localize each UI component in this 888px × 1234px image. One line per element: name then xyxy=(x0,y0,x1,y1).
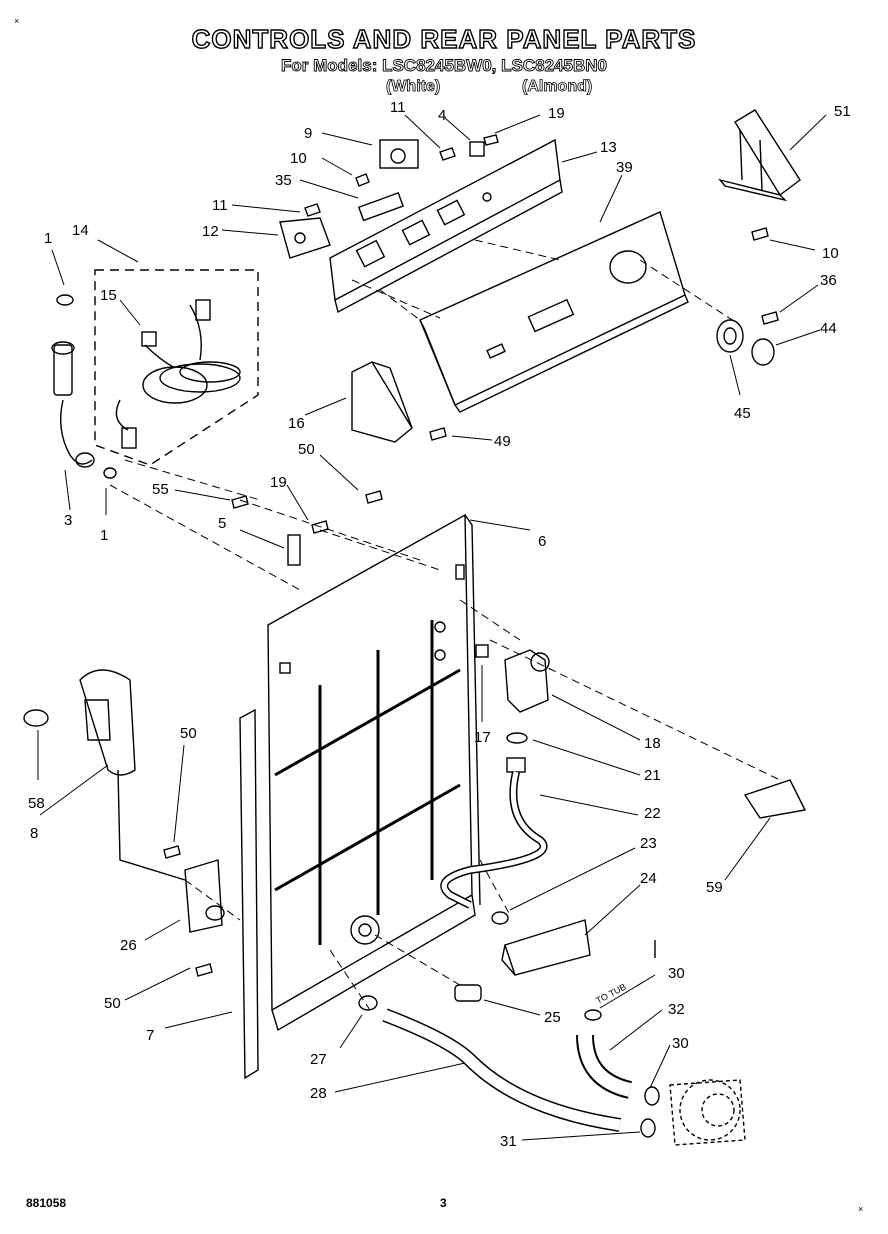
to-tub-annotation: TO TUB xyxy=(594,982,628,1006)
callout-6: 6 xyxy=(538,533,546,550)
callout-45: 45 xyxy=(734,405,751,422)
callout-31: 31 xyxy=(500,1133,517,1150)
corner-mark-bottom: × xyxy=(858,1204,864,1214)
callout-32: 32 xyxy=(668,1001,685,1018)
bracket-51 xyxy=(718,109,801,202)
callout-numbers: 1 14 15 3 1 9 10 35 11 12 11 4 19 13 39 … xyxy=(28,99,851,1150)
callout-7: 7 xyxy=(146,1027,154,1044)
callout-25: 25 xyxy=(544,1009,561,1026)
callout-50c: 50 xyxy=(104,995,121,1012)
callout-10b: 10 xyxy=(822,245,839,262)
callout-3: 3 xyxy=(64,512,72,529)
page-number: 3 xyxy=(440,1196,447,1210)
callout-35: 35 xyxy=(275,172,292,189)
callout-9: 9 xyxy=(304,125,312,142)
callout-24: 24 xyxy=(640,870,657,887)
hose-28 xyxy=(358,995,622,1132)
callout-22: 22 xyxy=(644,805,661,822)
callout-26: 26 xyxy=(120,937,137,954)
callout-36: 36 xyxy=(820,272,837,289)
callout-21: 21 xyxy=(644,767,661,784)
callout-50a: 50 xyxy=(298,441,315,458)
callout-17: 17 xyxy=(474,729,491,746)
part-25-plug xyxy=(454,984,482,1002)
variant-white-label: (White) xyxy=(386,78,441,96)
callout-50b: 50 xyxy=(180,725,197,742)
part-24-bracket xyxy=(491,911,656,976)
callout-49: 49 xyxy=(494,433,511,450)
harness-dashed-outline xyxy=(94,269,259,466)
callout-55: 55 xyxy=(152,481,169,498)
callout-27: 27 xyxy=(310,1051,327,1068)
panel-screws xyxy=(163,490,383,977)
wire-harness xyxy=(115,299,241,449)
callout-leaders xyxy=(37,114,827,1141)
rear-bracket-13 xyxy=(329,138,563,314)
callout-18: 18 xyxy=(644,735,661,752)
callout-30b: 30 xyxy=(672,1035,689,1052)
callout-19a: 19 xyxy=(548,105,565,122)
callout-51: 51 xyxy=(834,103,851,120)
callout-39: 39 xyxy=(616,159,633,176)
pump-hose-assembly xyxy=(576,1009,746,1146)
callout-1b: 1 xyxy=(100,527,108,544)
rear-panel-6 xyxy=(267,513,481,1032)
callout-11b: 11 xyxy=(390,99,406,116)
callout-8: 8 xyxy=(30,825,38,842)
callout-19b: 19 xyxy=(270,474,287,491)
water-valve-18 xyxy=(440,644,550,909)
callout-15: 15 xyxy=(100,287,117,304)
callout-12: 12 xyxy=(202,223,219,240)
timer-knob-assembly xyxy=(716,227,779,366)
variant-almond-label: (Almond) xyxy=(522,78,593,96)
part-59-clip xyxy=(743,779,807,819)
console-39 xyxy=(419,211,689,413)
callout-28: 28 xyxy=(310,1085,327,1102)
callout-5: 5 xyxy=(218,515,226,532)
callout-1a: 1 xyxy=(44,230,52,247)
corner-mark-top: × xyxy=(14,16,20,26)
callout-30a: 30 xyxy=(668,965,685,982)
switch-parts xyxy=(279,134,499,259)
callout-16: 16 xyxy=(288,415,305,432)
inlet-hose-assembly xyxy=(51,294,117,479)
part-16-housing xyxy=(351,361,447,443)
callout-10a: 10 xyxy=(290,150,307,167)
callout-14: 14 xyxy=(72,222,89,239)
callout-13: 13 xyxy=(600,139,617,156)
callout-59: 59 xyxy=(706,879,723,896)
part-26-valve xyxy=(184,859,225,933)
callout-58: 58 xyxy=(28,795,45,812)
callout-44: 44 xyxy=(820,320,837,337)
side-strip-7 xyxy=(239,708,259,1080)
document-number: 881058 xyxy=(26,1196,67,1210)
callout-11a: 11 xyxy=(212,197,228,214)
callout-23: 23 xyxy=(640,835,657,852)
callout-4: 4 xyxy=(438,107,446,124)
page-title: CONTROLS AND REAR PANEL PARTS xyxy=(191,23,697,54)
models-subtitle: For Models: LSC8245BW0, LSC8245BN0 xyxy=(281,56,608,76)
drain-hose-8 xyxy=(23,669,186,881)
